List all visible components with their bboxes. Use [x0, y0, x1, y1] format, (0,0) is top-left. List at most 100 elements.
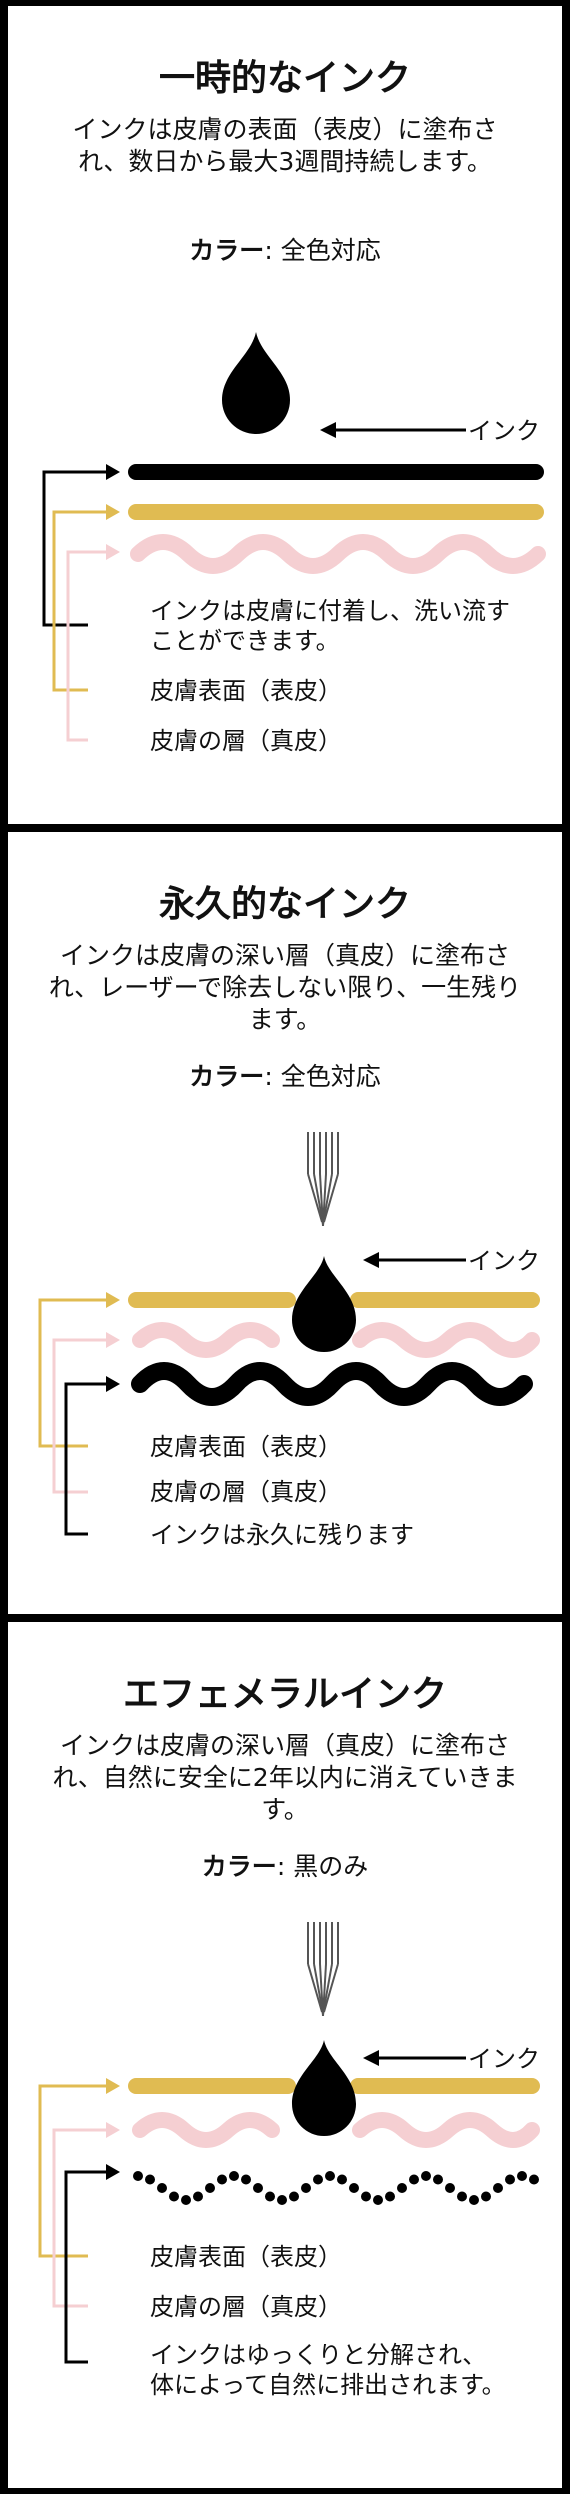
- ink-drop-icon: [292, 1256, 356, 1352]
- legend-epidermis-text: 皮膚表面（表皮）: [150, 677, 342, 705]
- ink-dot: [457, 2191, 467, 2202]
- dermis-connector: [66, 550, 108, 742]
- panel-title: 一時的なインク: [158, 58, 411, 99]
- color-label: カラー: [189, 236, 265, 265]
- ink-pointer-label: インク: [468, 417, 540, 445]
- color-value: 黒のみ: [293, 1852, 369, 1881]
- tattoo-needle-icon: [307, 1922, 339, 2017]
- dermis-wave-left: [132, 1322, 280, 1358]
- ink-dot: [349, 2183, 359, 2193]
- color-info: カラー: 全色対応: [8, 1062, 562, 1092]
- epidermis-connector-arrowhead: [106, 504, 120, 520]
- ink-connector-arrowhead: [106, 464, 120, 480]
- ink-dot: [505, 2174, 515, 2185]
- ink-dot: [481, 2191, 491, 2202]
- legend-dermis-text: 皮膚の層（真皮）: [150, 727, 342, 755]
- ink-dot: [517, 2171, 527, 2181]
- ink-connector: [42, 470, 108, 627]
- ink-connector-arrowhead: [106, 1376, 120, 1392]
- panel-description: インクは皮膚の表面（表皮）に塗布され、数日から最大3週間持続します。: [72, 115, 498, 176]
- legend-ink-text: インクは永久に残ります: [150, 1521, 414, 1549]
- color-label: カラー: [189, 1062, 265, 1091]
- legend-ink-text: インクはゆっくりと分解され、体によって自然に排出されます。: [150, 2341, 506, 2399]
- color-separator: :: [264, 236, 281, 265]
- ink-pointer-arrowhead: [363, 1252, 379, 1268]
- dermis-wave: [130, 534, 546, 574]
- ink-dot: [445, 2183, 455, 2193]
- tattoo-needle-icon: [307, 1132, 339, 1227]
- ink-drop-icon: [222, 332, 290, 434]
- dermis-connector: [52, 2128, 108, 2308]
- panel-description: インクは皮膚の深い層（真皮）に塗布され、レーザーで除去しない限り、一生残ります。: [48, 941, 522, 1034]
- panel-title: 永久的なインク: [158, 884, 411, 925]
- ink-dot: [469, 2195, 479, 2205]
- legend-epidermis-text: 皮膚表面（表皮）: [150, 2243, 342, 2271]
- epidermis-connector: [38, 1298, 108, 1448]
- dermis-wave-right: [352, 2112, 540, 2148]
- dermis-connector-arrowhead: [106, 2122, 120, 2138]
- legend-dermis-text: 皮膚の層（真皮）: [150, 2293, 342, 2321]
- epidermis-connector-arrowhead: [106, 1292, 120, 1308]
- ink-dot: [433, 2174, 443, 2185]
- ink-dot: [157, 2183, 167, 2193]
- epidermis-connector: [52, 510, 108, 692]
- dermis-connector-arrowhead: [106, 1332, 120, 1348]
- ink-dot: [253, 2183, 263, 2193]
- ink-dot: [337, 2174, 347, 2185]
- ink-connector-arrowhead: [106, 2164, 120, 2180]
- ink-dot: [205, 2183, 215, 2193]
- ink-dot: [313, 2174, 323, 2185]
- ink-dot: [133, 2171, 143, 2181]
- ink-dot: [421, 2171, 431, 2181]
- ink-dot: [217, 2174, 227, 2185]
- ink-dot: [181, 2195, 191, 2205]
- epidermis-connector: [38, 2084, 108, 2258]
- ink-connector: [64, 1382, 108, 1536]
- ink-pointer-arrowhead: [363, 2050, 379, 2066]
- epidermis-connector-arrowhead: [106, 2078, 120, 2094]
- temporary-ink-diagram: インク: [42, 332, 546, 742]
- ink-dot: [529, 2174, 539, 2185]
- color-separator: :: [276, 1852, 294, 1881]
- ink-dot: [409, 2174, 419, 2185]
- permanent-ink-wave: [131, 1362, 533, 1406]
- ink-dot: [325, 2171, 335, 2181]
- ink-dot: [229, 2171, 239, 2181]
- panel-description: インクは皮膚の深い層（真皮）に塗布され、自然に安全に2年以内に消えていきます。: [52, 1731, 518, 1824]
- ink-dot: [289, 2191, 299, 2202]
- ink-dot: [241, 2174, 251, 2185]
- ink-pointer-arrowhead: [320, 422, 336, 438]
- ephemeral-ink-diagram: インク: [38, 1922, 540, 2364]
- ink-dot: [385, 2191, 395, 2202]
- legend-epidermis-text: 皮膚表面（表皮）: [150, 1433, 342, 1461]
- ink-dot: [145, 2174, 155, 2185]
- ink-dot: [265, 2191, 275, 2202]
- ephemeral-ink-panel: エフェメラルインク インクは皮膚の深い層（真皮）に塗布され、自然に安全に2年以内…: [8, 1622, 562, 2488]
- ink-drop-icon: [292, 2040, 356, 2136]
- color-label: カラー: [201, 1852, 277, 1881]
- permanent-ink-panel: 永久的なインク インクは皮膚の深い層（真皮）に塗布され、レーザーで除去しない限り…: [8, 832, 562, 1614]
- dermis-connector-arrowhead: [106, 544, 120, 560]
- ink-dot: [493, 2183, 503, 2193]
- dissolving-ink-dots: [133, 2171, 539, 2205]
- ink-dot: [361, 2191, 371, 2202]
- color-separator: :: [264, 1062, 281, 1091]
- dermis-wave-left: [132, 2112, 280, 2148]
- permanent-ink-diagram: インク: [38, 1132, 540, 1536]
- temporary-ink-panel: 一時的なインク インクは皮膚の表面（表皮）に塗布され、数日から最大3週間持続しま…: [8, 6, 562, 824]
- dermis-connector: [52, 1338, 108, 1494]
- panel-title: エフェメラルインク: [122, 1674, 447, 1715]
- legend-ink-text: インクは皮膚に付着し、洗い流すことができます。: [150, 597, 510, 655]
- ink-dot: [301, 2183, 311, 2193]
- legend-dermis-text: 皮膚の層（真皮）: [150, 1478, 342, 1506]
- color-value: 全色対応: [280, 236, 381, 265]
- color-info: カラー: 全色対応: [8, 236, 562, 266]
- ink-pointer-label: インク: [468, 1247, 540, 1275]
- dermis-wave-right: [352, 1322, 540, 1358]
- ink-connector: [64, 2170, 108, 2364]
- color-info: カラー: 黒のみ: [8, 1852, 562, 1882]
- ink-dot: [193, 2191, 203, 2202]
- ink-dot: [397, 2183, 407, 2193]
- color-value: 全色対応: [280, 1062, 381, 1091]
- ink-dot: [169, 2191, 179, 2202]
